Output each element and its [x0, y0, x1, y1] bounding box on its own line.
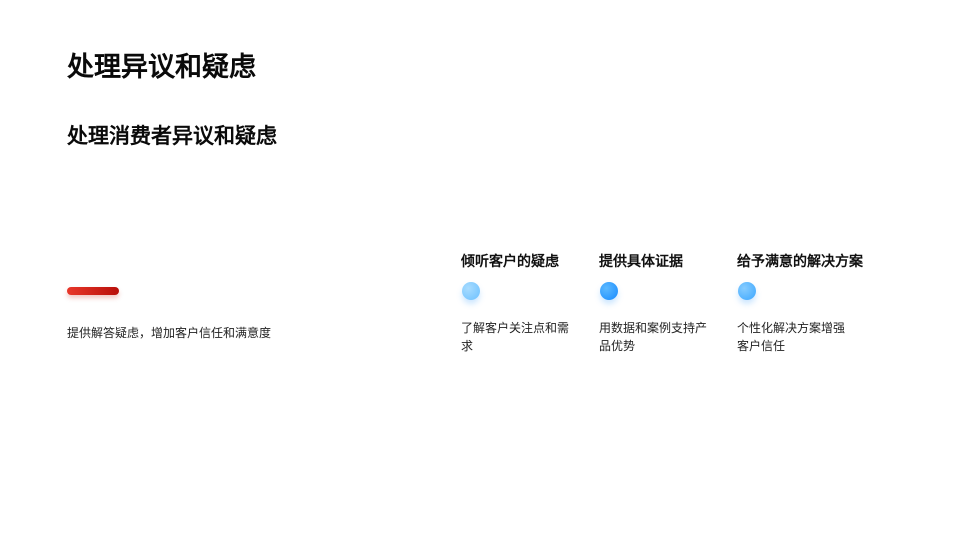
step-3: 给予满意的解决方案 个性化解决方案增强客户信任: [737, 252, 863, 355]
step-1: 倾听客户的疑虑 了解客户关注点和需求: [461, 252, 581, 355]
step-2: 提供具体证据 用数据和案例支持产品优势: [599, 252, 719, 355]
circle-dot-icon: [600, 282, 618, 300]
circle-dot-icon: [462, 282, 480, 300]
step-description: 个性化解决方案增强客户信任: [737, 321, 846, 353]
summary-text: 提供解答疑虑，增加客户信任和满意度: [67, 326, 272, 340]
step-title: 给予满意的解决方案: [737, 254, 863, 270]
step-title: 倾听客户的疑虑: [461, 254, 559, 270]
slide-subtitle: 处理消费者异议和疑虑: [67, 124, 277, 148]
slide-title: 处理异议和疑虑: [67, 52, 256, 83]
accent-bar: [67, 287, 119, 295]
step-title: 提供具体证据: [599, 254, 683, 270]
step-description: 了解客户关注点和需求: [461, 321, 570, 353]
step-description: 用数据和案例支持产品优势: [599, 321, 708, 353]
circle-dot-icon: [738, 282, 756, 300]
